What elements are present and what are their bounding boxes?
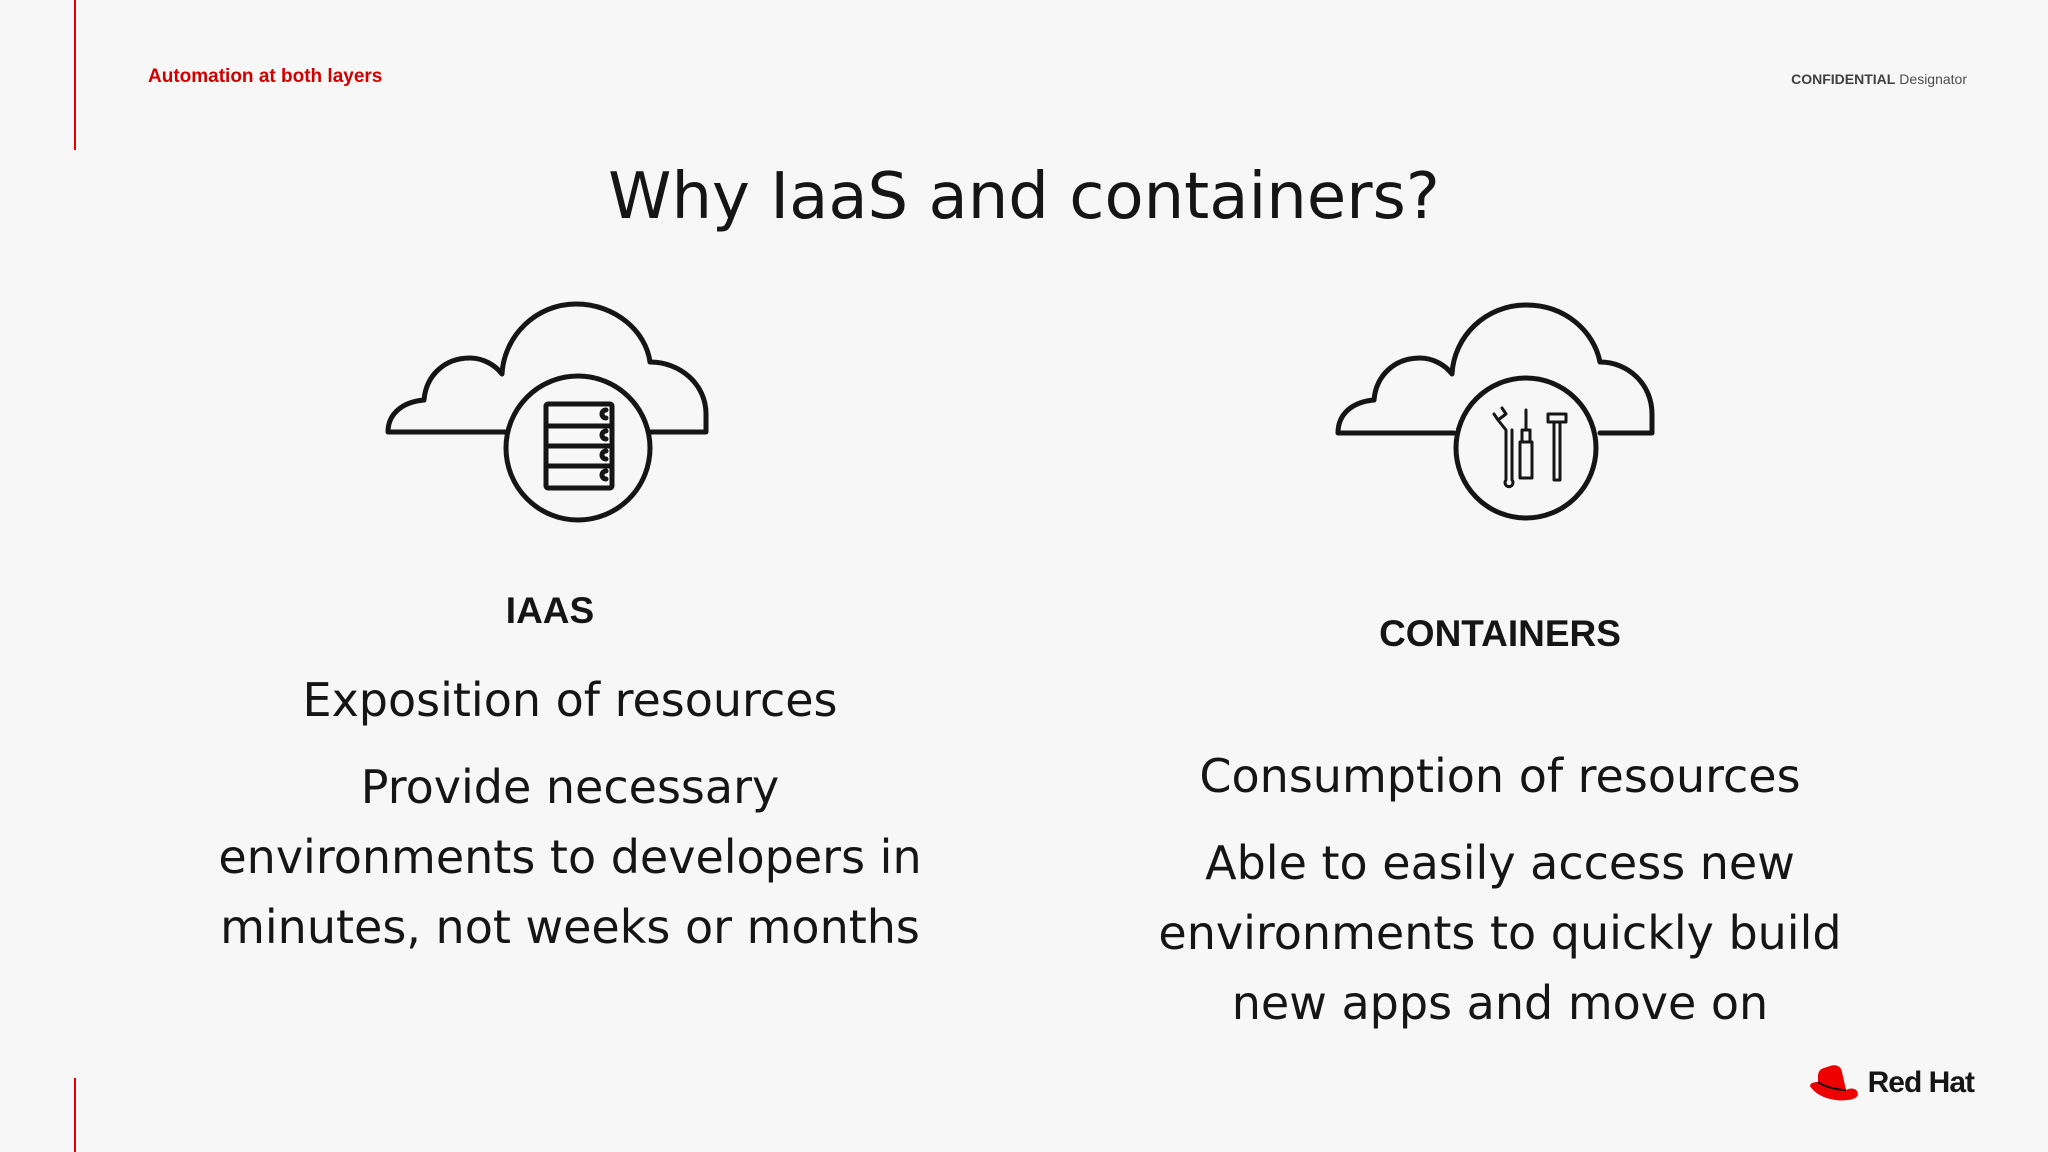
- redhat-logo: Red Hat: [1806, 1062, 1975, 1104]
- containers-summary: Consumption of resources: [1100, 741, 1900, 811]
- containers-description-line: Able to easily access new: [1205, 836, 1795, 890]
- redhat-wordmark: Red Hat: [1867, 1066, 1975, 1099]
- containers-heading: CONTAINERS: [1379, 613, 1621, 654]
- cloud-server-icon: [385, 301, 709, 523]
- iaas-description-line: environments to developers in: [218, 830, 922, 884]
- confidential-designator: Designator: [1899, 71, 1967, 87]
- containers-description-line: new apps and move on: [1231, 976, 1769, 1030]
- iaas-summary-line: Exposition of resources: [302, 673, 838, 727]
- confidentiality-label: CONFIDENTIAL Designator: [1791, 71, 1967, 87]
- redhat-fedora-icon: [1809, 1065, 1858, 1101]
- containers-summary-line: Consumption of resources: [1199, 749, 1801, 803]
- iaas-description-line: minutes, not weeks or months: [220, 900, 920, 954]
- iaas-summary: Exposition of resources: [170, 665, 970, 735]
- confidential-bold: CONFIDENTIAL: [1791, 71, 1896, 87]
- containers-description-line: environments to quickly build: [1158, 906, 1842, 960]
- slide-title: Why IaaS and containers?: [608, 160, 1440, 234]
- accent-bar-bottom: [74, 1078, 76, 1152]
- cloud-tools-icon: [1335, 302, 1655, 521]
- iaas-description-line: Provide necessary: [360, 760, 780, 814]
- section-kicker: Automation at both layers: [148, 66, 383, 87]
- containers-description: Able to easily access new environments t…: [1100, 828, 1900, 1038]
- iaas-heading: IAAS: [505, 590, 595, 631]
- iaas-description: Provide necessary environments to develo…: [170, 752, 970, 962]
- accent-bar-top: [74, 0, 76, 150]
